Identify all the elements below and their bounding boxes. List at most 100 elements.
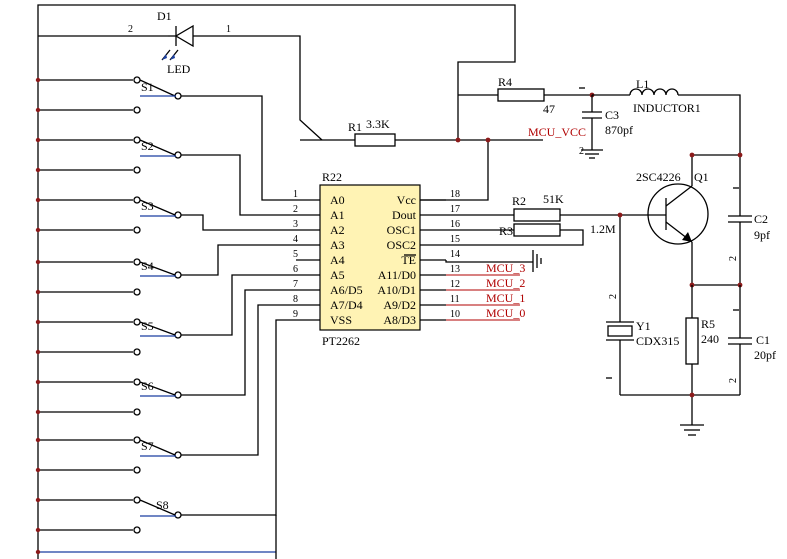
svg-text:16: 16 — [450, 219, 460, 230]
r4-ref: R4 — [498, 75, 512, 89]
left-ground-bus — [37, 35, 276, 559]
c1-ref: C1 — [756, 333, 770, 347]
svg-text:A7/D4: A7/D4 — [330, 298, 363, 312]
led-label: LED — [167, 62, 191, 76]
r2-r3-wiring — [540, 212, 640, 310]
bottom-ground — [620, 392, 740, 436]
pt2262-chip — [319, 184, 421, 331]
y1-pin-2: 2 — [608, 294, 619, 299]
svg-text:13: 13 — [450, 264, 460, 275]
r4-value: 47 — [543, 102, 555, 116]
svg-text:12: 12 — [450, 279, 460, 290]
c2-pin-2: 2 — [728, 256, 739, 261]
resistor-r1 — [354, 133, 396, 147]
svg-text:4: 4 — [293, 234, 298, 245]
svg-text:10: 10 — [450, 309, 460, 320]
resistor-r4 — [497, 88, 545, 102]
svg-text:A4: A4 — [330, 253, 345, 267]
resistor-r5 — [685, 317, 699, 365]
r1-value: 3.3K — [366, 117, 390, 131]
c1-pin-2: 2 — [728, 378, 739, 383]
svg-text:A0: A0 — [330, 193, 345, 207]
resistor-r2 — [513, 208, 561, 222]
svg-text:6: 6 — [293, 264, 298, 275]
led-ref: D1 — [157, 9, 172, 23]
svg-text:1: 1 — [293, 189, 298, 200]
switch-s2-label: S2 — [141, 139, 154, 153]
svg-text:OSC1: OSC1 — [387, 223, 416, 237]
svg-text:8: 8 — [293, 294, 298, 305]
switch-s6-label: S6 — [141, 379, 154, 393]
svg-text:9: 9 — [293, 309, 298, 320]
switch-s5-label: S5 — [141, 319, 154, 333]
svg-text:OSC2: OSC2 — [387, 238, 416, 252]
svg-text:A6/D5: A6/D5 — [330, 283, 363, 297]
svg-text:7: 7 — [293, 279, 298, 290]
svg-text:A3: A3 — [330, 238, 345, 252]
svg-text:A1: A1 — [330, 208, 345, 222]
capacitor-c1 — [728, 285, 752, 395]
r3-ref: R3 — [499, 224, 513, 238]
svg-text:A5: A5 — [330, 268, 345, 282]
crystal-y1 — [606, 310, 634, 395]
inductor-l1 — [592, 88, 741, 155]
svg-text:A2: A2 — [330, 223, 345, 237]
switch-s8-label: S8 — [156, 498, 169, 512]
chip-name: PT2262 — [322, 334, 360, 348]
svg-text:17: 17 — [450, 204, 460, 215]
q1-ref: Q1 — [694, 170, 709, 184]
svg-text:VSS: VSS — [330, 313, 352, 327]
mcu-vcc-label: MCU_VCC — [528, 125, 586, 139]
c1-value: 20pf — [754, 348, 776, 362]
supply-rail — [37, 4, 543, 201]
svg-text:A11/D0: A11/D0 — [378, 268, 416, 282]
svg-text:11: 11 — [450, 294, 460, 305]
svg-text:Dout: Dout — [392, 208, 417, 222]
svg-text:Vcc: Vcc — [397, 193, 416, 207]
switch-array — [35, 76, 320, 559]
r5-ref: R5 — [701, 317, 715, 331]
capacitor-c2 — [728, 152, 752, 285]
svg-text:14: 14 — [450, 249, 460, 260]
c3-ref: C3 — [605, 108, 619, 122]
r2-value: 51K — [543, 192, 564, 206]
c3-value: 870pf — [605, 123, 633, 137]
svg-text:15: 15 — [450, 234, 460, 245]
svg-text:A10/D1: A10/D1 — [377, 283, 416, 297]
led-d1 — [161, 24, 323, 141]
c2-value: 9pf — [754, 228, 770, 242]
svg-text:2: 2 — [293, 204, 298, 215]
q1-part: 2SC4226 — [636, 170, 681, 184]
chip-right-pins: Vcc 18 Dout 17 OSC1 16 OSC2 15 TE 14 A11… — [377, 189, 540, 327]
svg-text:A8/D3: A8/D3 — [383, 313, 416, 327]
r1-ref: R1 — [348, 120, 362, 134]
svg-text:18: 18 — [450, 189, 460, 200]
l1-ref: L1 — [636, 77, 649, 91]
y1-value: CDX315 — [636, 334, 679, 348]
switch-s1-label: S1 — [141, 80, 154, 94]
switch-s7-label: S7 — [141, 439, 154, 453]
switch-s4-label: S4 — [141, 259, 154, 273]
chip-ref: R22 — [322, 170, 342, 184]
mcu-3-label: MCU_3 — [486, 261, 525, 275]
svg-text:TE: TE — [401, 253, 416, 267]
led-pin-2: 2 — [128, 24, 133, 35]
r5-value: 240 — [701, 332, 719, 346]
svg-text:5: 5 — [293, 249, 298, 260]
c3-pin-2: 2 — [579, 146, 584, 157]
te-ground — [445, 250, 542, 272]
y1-ref: Y1 — [636, 319, 651, 333]
mcu-0-label: MCU_0 — [486, 306, 525, 320]
capacitor-c3 — [579, 87, 603, 159]
c2-ref: C2 — [754, 212, 768, 226]
l1-value: INDUCTOR1 — [633, 101, 701, 115]
svg-text:3: 3 — [293, 219, 298, 230]
resistor-r3 — [513, 223, 561, 237]
r2-ref: R2 — [512, 194, 526, 208]
mcu-1-label: MCU_1 — [486, 291, 525, 305]
chip-left-pins: 1 A0 2 A1 3 A2 4 A3 5 A4 6 A5 7 A6/D5 8 … — [293, 189, 363, 327]
switch-s3-label: S3 — [141, 199, 154, 213]
r3-value: 1.2M — [590, 222, 616, 236]
svg-text:A9/D2: A9/D2 — [383, 298, 416, 312]
